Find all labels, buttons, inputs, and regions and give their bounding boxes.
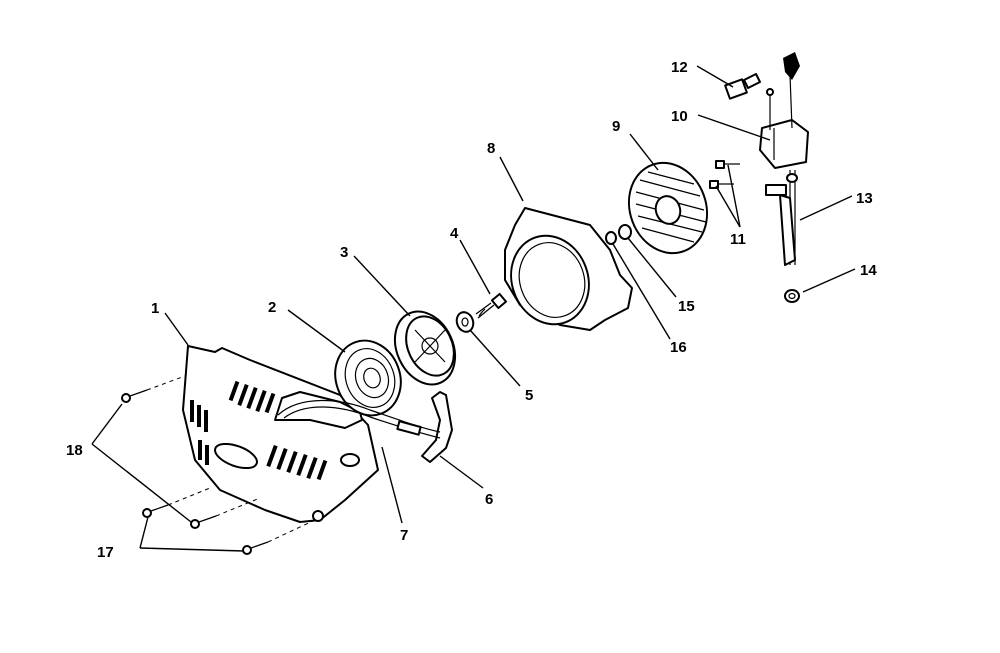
- callout-12: 12: [671, 59, 688, 76]
- housing-screws: [121, 375, 316, 555]
- callout-15: 15: [678, 298, 695, 315]
- ignition-lead: [765, 52, 800, 266]
- callout-11: 11: [730, 231, 746, 248]
- callout-10: 10: [671, 108, 688, 125]
- flywheel-washer: [605, 231, 617, 245]
- callout-17: 17: [97, 544, 114, 561]
- callout-labels: 1 2 3 4 5 6 7 8 9 10 11 12 13 14 15 16 1…: [66, 59, 877, 561]
- starter-rope: [277, 399, 441, 439]
- starter-handle: [421, 391, 453, 463]
- callout-13: 13: [856, 190, 873, 207]
- callout-9: 9: [612, 118, 620, 135]
- spark-plug: [724, 73, 761, 100]
- callout-7: 7: [400, 527, 408, 544]
- washer: [455, 311, 475, 333]
- callout-3: 3: [340, 244, 348, 261]
- recoil-spring: [334, 339, 402, 417]
- leader-lines: [91, 65, 856, 552]
- callout-18: 18: [66, 442, 83, 459]
- callout-4: 4: [450, 225, 459, 242]
- callout-1: 1: [151, 300, 159, 317]
- module-screws: [709, 160, 740, 189]
- callout-6: 6: [485, 491, 493, 508]
- lead-nut: [784, 289, 800, 303]
- callout-8: 8: [487, 140, 495, 157]
- rope-pulley: [393, 310, 457, 386]
- fan-housing: [504, 207, 633, 331]
- pulley-screw: [475, 292, 508, 319]
- flywheel: [627, 161, 709, 255]
- callout-16: 16: [670, 339, 687, 356]
- callout-5: 5: [525, 387, 533, 404]
- starter-housing-cover: [182, 345, 379, 523]
- callout-2: 2: [268, 299, 276, 316]
- ignition-module: [759, 74, 809, 169]
- callout-14: 14: [860, 262, 877, 279]
- flywheel-nut: [618, 224, 632, 240]
